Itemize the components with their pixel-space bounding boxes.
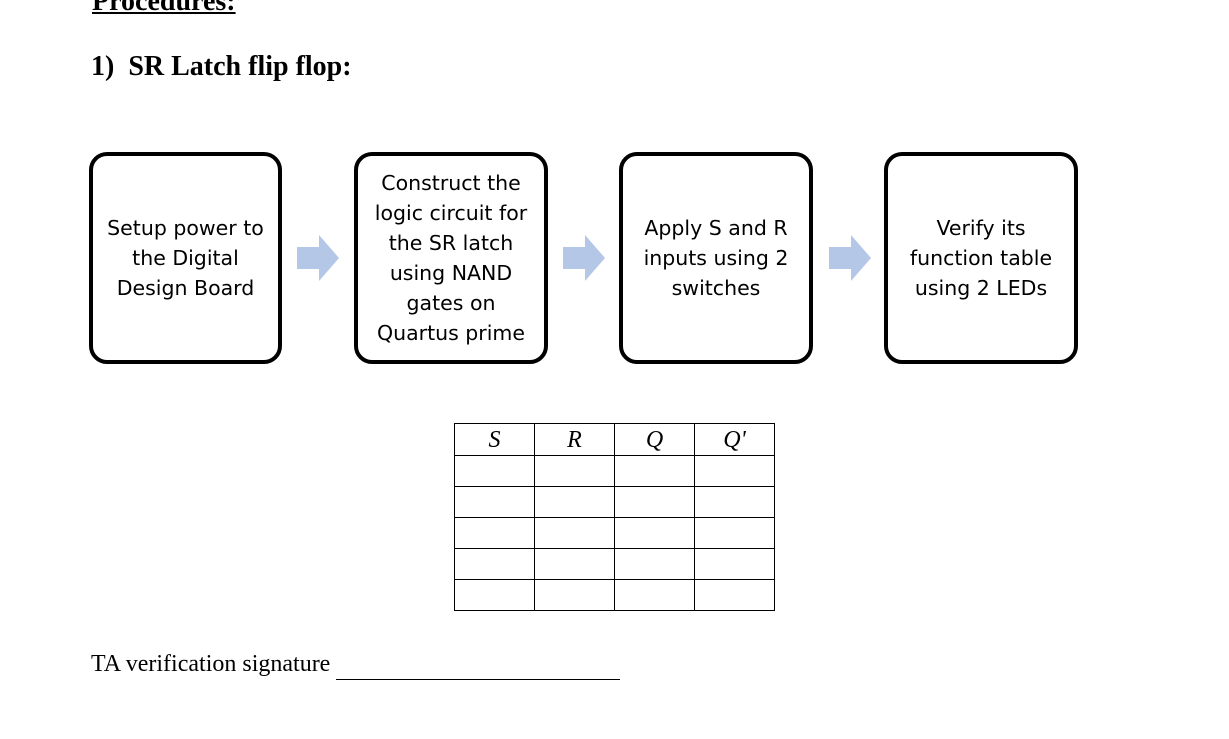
table-row — [454, 579, 775, 611]
signature-blank[interactable] — [336, 653, 621, 680]
header-q-bar: Q' — [694, 423, 775, 456]
table-cell[interactable] — [694, 486, 775, 518]
function-table: S R Q Q' — [454, 423, 775, 611]
section-title: 1) SR Latch flip flop: — [91, 50, 352, 84]
table-cell[interactable] — [694, 517, 775, 549]
table-row — [454, 548, 775, 580]
table-cell[interactable] — [614, 579, 695, 611]
procedures-heading: Procedures: — [92, 0, 236, 17]
table-cell[interactable] — [694, 455, 775, 487]
flow-step-2-text: Construct the logic circuit for the SR l… — [374, 171, 528, 345]
flow-step-4-text: Verify its function table using 2 LEDs — [909, 216, 1053, 300]
flow-step-1-text: Setup power to the Digital Design Board — [107, 216, 264, 300]
table-cell[interactable] — [454, 455, 535, 487]
table-cell[interactable] — [454, 548, 535, 580]
table-cell[interactable] — [614, 455, 695, 487]
table-cell[interactable] — [694, 548, 775, 580]
table-cell[interactable] — [534, 517, 615, 549]
flow-step-3-text: Apply S and R inputs using 2 switches — [643, 216, 789, 300]
table-cell[interactable] — [534, 548, 615, 580]
right-arrow-icon — [829, 235, 871, 281]
table-row — [454, 455, 775, 487]
header-s: S — [454, 423, 535, 456]
signature-label: TA verification signature — [91, 651, 331, 677]
flow-step-3: Apply S and R inputs using 2 switches — [619, 152, 813, 364]
flow-step-1: Setup power to the Digital Design Board — [89, 152, 282, 364]
table-cell[interactable] — [454, 517, 535, 549]
table-cell[interactable] — [534, 486, 615, 518]
table-cell[interactable] — [454, 486, 535, 518]
header-r: R — [534, 423, 615, 456]
table-cell[interactable] — [614, 486, 695, 518]
table-cell[interactable] — [614, 548, 695, 580]
signature-line: TA verification signature — [91, 648, 621, 680]
table-cell[interactable] — [454, 579, 535, 611]
flow-step-4: Verify its function table using 2 LEDs — [884, 152, 1078, 364]
table-cell[interactable] — [534, 579, 615, 611]
table-cell[interactable] — [534, 455, 615, 487]
right-arrow-icon — [297, 235, 339, 281]
table-cell[interactable] — [614, 517, 695, 549]
header-q: Q — [614, 423, 695, 456]
flow-step-2: Construct the logic circuit for the SR l… — [354, 152, 548, 364]
table-row — [454, 486, 775, 518]
function-table-header-row: S R Q Q' — [454, 423, 775, 456]
right-arrow-icon — [563, 235, 605, 281]
table-row — [454, 517, 775, 549]
section-number: 1) — [91, 51, 115, 82]
section-title-text: SR Latch flip flop: — [128, 51, 352, 82]
table-cell[interactable] — [694, 579, 775, 611]
